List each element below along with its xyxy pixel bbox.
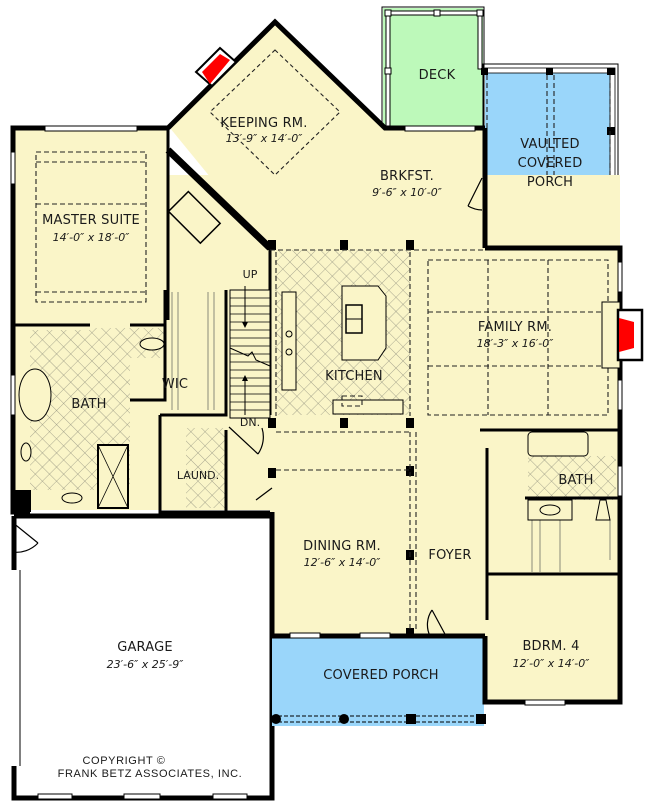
deck-area (381, 6, 485, 134)
keeping-room-label: KEEPING RM. (220, 116, 307, 131)
fireplace-family-room (601, 301, 644, 369)
vaulted-porch-label-2: COVERED (518, 156, 583, 171)
ceiling-details (35, 49, 609, 630)
master-suite-dims: 14′-0″ x 18′-0″ (53, 231, 131, 244)
keeping-room-dims: 13′-9″ x 14′-0″ (226, 132, 304, 145)
windows (10, 125, 623, 706)
closet-shelving (171, 292, 611, 572)
stairs-down-label: DN. (240, 416, 260, 429)
fireplace-keeping-room (194, 46, 238, 88)
garage-area (11, 513, 275, 801)
family-room-dims: 18′-3″ x 16′-0″ (477, 337, 555, 350)
garage-dims: 23′-6″ x 25′-9″ (107, 658, 185, 671)
dining-room-dims: 12′-6″ x 14′-0″ (304, 556, 382, 569)
wic-label: WIC (162, 377, 188, 392)
vaulted-porch-label-1: VAULTED (520, 137, 580, 152)
foyer-label: FOYER (428, 548, 471, 563)
kitchen-fixtures (281, 285, 404, 415)
bdrm4-dims: 12′-0″ x 14′-0″ (513, 657, 591, 670)
copyright-line-1: COPYRIGHT © (83, 755, 166, 767)
bath2-label: BATH (558, 473, 593, 488)
brkfst-dims: 9′-6″ x 10′-0″ (372, 186, 443, 199)
staircase (229, 286, 271, 419)
garage-door-swing (11, 521, 39, 553)
vaulted-porch-label-3: PORCH (527, 175, 573, 190)
stairs-up-label: UP (243, 268, 258, 281)
garage-label: GARAGE (117, 640, 173, 655)
master-suite-label: MASTER SUITE (42, 213, 140, 228)
covered-porch-label: COVERED PORCH (323, 668, 439, 683)
dining-room-label: DINING RM. (303, 539, 381, 554)
family-room-label: FAMILY RM. (478, 320, 552, 335)
master-bath-label: BATH (71, 397, 106, 412)
bath-fixtures (18, 337, 611, 521)
laundry-label: LAUND. (177, 469, 219, 482)
kitchen-label: KITCHEN (325, 369, 383, 384)
room-labels: KEEPING RM. 13′-9″ x 14′-0″ DECK VAULTED… (42, 68, 593, 780)
bdrm4-label: BDRM. 4 (522, 639, 579, 654)
brkfst-label: BRKFST. (380, 169, 434, 184)
covered-porch-area (271, 636, 486, 726)
copyright-line-2: FRANK BETZ ASSOCIATES, INC. (58, 768, 243, 780)
deck-label: DECK (419, 68, 456, 83)
door-swings (228, 177, 483, 637)
